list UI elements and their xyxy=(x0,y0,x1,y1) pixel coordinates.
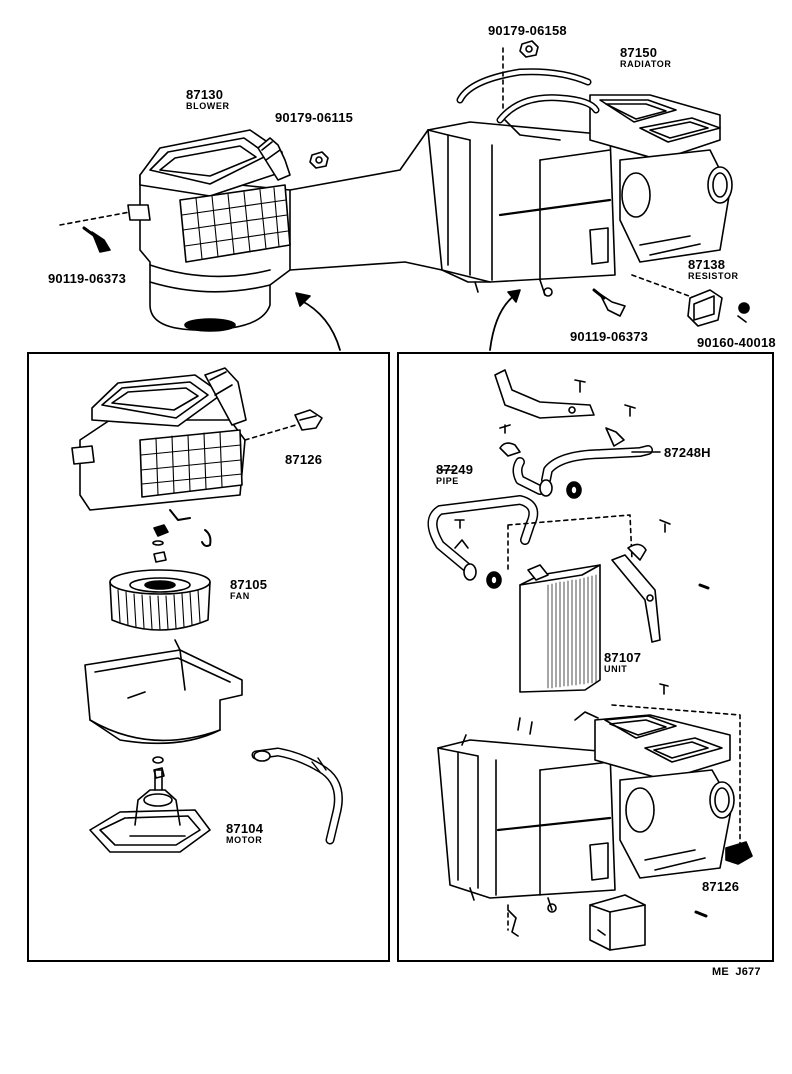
label-87138: 87138 RESISTOR xyxy=(688,258,739,281)
part-name: BLOWER xyxy=(186,101,230,111)
label-90179-06158: 90179-06158 xyxy=(488,23,567,38)
part-number: 87104 xyxy=(226,821,264,836)
label-90119-06373-left: 90119-06373 xyxy=(48,271,127,286)
nut-90179-06115-drawing xyxy=(309,151,329,169)
label-87104: 87104 MOTOR xyxy=(226,822,263,845)
heater-unit-assembly-drawing xyxy=(427,68,733,297)
part-number: 87130 xyxy=(186,87,224,102)
clip-87126-left-drawing xyxy=(294,409,323,431)
label-87249: 87249 PIPE xyxy=(436,463,473,486)
label-87150: 87150 RADIATOR xyxy=(620,46,671,69)
part-number: 87107 xyxy=(604,650,642,665)
part-number: 87105 xyxy=(230,577,268,592)
bolt-90119-right-drawing xyxy=(592,288,626,317)
blower-detail-panel xyxy=(27,352,390,962)
label-87107: 87107 UNIT xyxy=(604,651,641,674)
screw-90160-drawing xyxy=(737,302,750,323)
part-number: 87150 xyxy=(620,45,658,60)
nut-90179-06158-drawing xyxy=(519,40,539,58)
part-number: 87138 xyxy=(688,257,726,272)
label-87126-right: 87126 xyxy=(702,879,740,894)
label-87248H: 87248H xyxy=(664,445,711,460)
part-name: RESISTOR xyxy=(688,271,739,281)
blower-assembly-drawing xyxy=(127,129,291,332)
part-name: UNIT xyxy=(604,664,628,674)
label-87130: 87130 BLOWER xyxy=(186,88,230,111)
part-name: RADIATOR xyxy=(620,59,672,69)
label-90179-06115: 90179-06115 xyxy=(275,110,354,125)
resistor-87138-drawing xyxy=(687,289,723,327)
part-name: PIPE xyxy=(436,476,459,486)
heater-exploded-drawing xyxy=(427,369,753,951)
label-90160-40018: 90160-40018 xyxy=(697,335,776,350)
part-name: MOTOR xyxy=(226,835,263,845)
heater-unit-detail-panel xyxy=(397,352,774,962)
label-90119-06373-right: 90119-06373 xyxy=(570,329,649,344)
label-87126-left: 87126 xyxy=(285,452,323,467)
part-name: FAN xyxy=(230,591,250,601)
bolt-90119-left-drawing xyxy=(82,226,111,253)
label-87105: 87105 FAN xyxy=(230,578,267,601)
figure-code: ME J677 xyxy=(712,966,761,978)
part-number: 87249 xyxy=(436,462,474,477)
blower-exploded-drawing xyxy=(71,367,343,853)
